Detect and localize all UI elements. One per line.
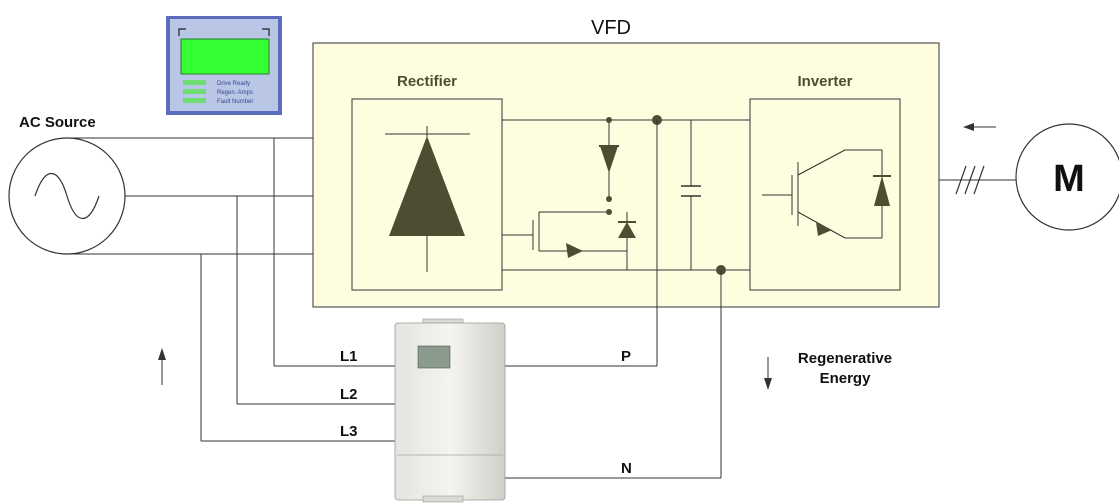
terminal-l1-label: L1 bbox=[340, 348, 358, 365]
terminal-n-label: N bbox=[621, 460, 632, 477]
terminal-l2-label: L2 bbox=[340, 386, 358, 403]
inverter-freewheel-diode-icon bbox=[874, 176, 890, 206]
sine-wave-icon bbox=[34, 173, 100, 219]
regen-unit-display bbox=[417, 345, 451, 369]
junction-dot bbox=[606, 209, 612, 215]
inverter-emitter-arrow-icon bbox=[816, 222, 832, 236]
regen-down-arrow-icon bbox=[764, 357, 772, 390]
brake-transistor-arrow-icon bbox=[566, 243, 583, 258]
terminal-p-label: P bbox=[621, 348, 631, 365]
regen-energy-label-1: Regenerative bbox=[798, 350, 892, 367]
keypad: Drive Ready Regen. Amps Fault Number bbox=[166, 16, 282, 115]
supply-lines bbox=[67, 137, 313, 255]
motor-circle bbox=[1015, 123, 1119, 231]
terminal-l3-label: L3 bbox=[340, 423, 358, 440]
regen-dc-wiring bbox=[505, 120, 722, 479]
motor-label: M bbox=[1053, 158, 1085, 200]
rectifier-label: Rectifier bbox=[397, 73, 457, 90]
junction-dot bbox=[606, 196, 612, 202]
rectifier-diode-icon bbox=[385, 126, 470, 272]
ac-source-label: AC Source bbox=[19, 114, 96, 131]
three-phase-mark-icon bbox=[955, 165, 985, 195]
source-up-arrow-icon bbox=[158, 348, 166, 385]
junction-dot bbox=[606, 117, 612, 123]
keypad-line-3: Fault Number bbox=[217, 99, 253, 105]
vfd-title: VFD bbox=[591, 17, 631, 39]
keypad-line-2: Regen. Amps bbox=[217, 90, 253, 96]
keypad-line-1: Drive Ready bbox=[217, 81, 250, 87]
inverter-label: Inverter bbox=[797, 73, 852, 90]
keypad-screen bbox=[180, 38, 270, 75]
brake-freewheel-diode-icon bbox=[618, 222, 636, 238]
regen-energy-label-2: Energy bbox=[820, 370, 872, 387]
motor-regen-arrow-icon bbox=[963, 123, 996, 131]
regen-input-wiring bbox=[200, 138, 395, 442]
capacitor-icon bbox=[681, 185, 701, 197]
regen-unit bbox=[394, 318, 506, 503]
brake-diode-icon bbox=[600, 146, 618, 173]
